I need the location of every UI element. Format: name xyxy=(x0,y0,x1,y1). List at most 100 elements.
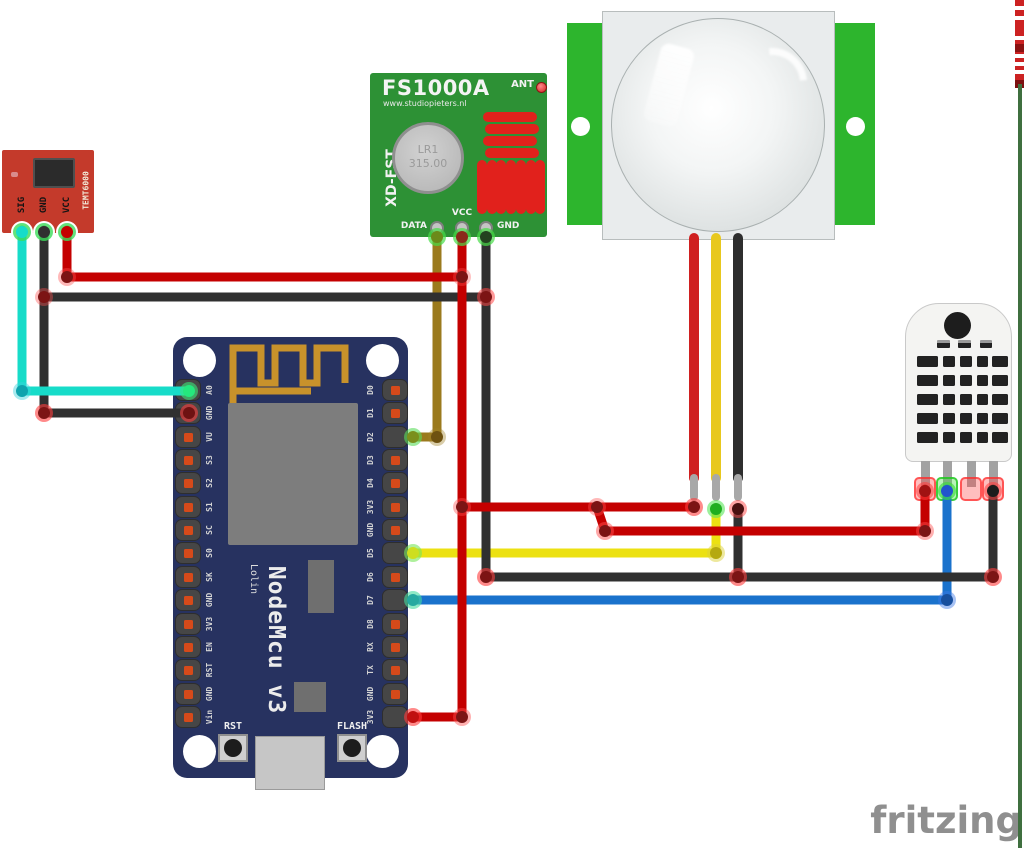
dht22-pin-1[interactable] xyxy=(920,461,930,487)
wire-junction[interactable] xyxy=(599,525,611,537)
nodemcu-pin-tx-socket[interactable] xyxy=(382,659,408,682)
dht22-pin-2[interactable] xyxy=(942,461,952,487)
nodemcu-pin-sc-socket[interactable] xyxy=(175,519,201,542)
wire-junction[interactable] xyxy=(591,501,603,513)
rst-button[interactable] xyxy=(218,734,248,762)
rst-button-cap[interactable] xyxy=(224,739,242,757)
cutoff-resistor[interactable] xyxy=(1015,0,1024,88)
dht22-vent xyxy=(937,340,950,348)
wire-junction[interactable] xyxy=(407,431,419,443)
nodemcu-pin-s2-socket[interactable] xyxy=(175,472,201,495)
nodemcu-pin-gnd-socket[interactable] xyxy=(382,519,408,542)
dht22-mount-hole xyxy=(944,312,971,339)
nodemcu-pin-d4-socket[interactable] xyxy=(382,472,408,495)
temt6000-module[interactable] xyxy=(2,150,94,233)
fs1000a-ant-label: ANT xyxy=(511,79,534,90)
wire-junction[interactable] xyxy=(183,407,195,419)
dht22-pin-4[interactable] xyxy=(988,461,998,487)
wire-junction[interactable] xyxy=(38,226,50,238)
nodemcu-pin-d8-socket[interactable] xyxy=(382,612,408,635)
nodemcu-component xyxy=(308,560,334,613)
wire-junction[interactable] xyxy=(987,485,999,497)
nodemcu-pin-rx-socket[interactable] xyxy=(382,635,408,658)
nodemcu-pin-d0-socket[interactable] xyxy=(382,379,408,401)
nodemcu-pin-s3-socket[interactable] xyxy=(175,449,201,472)
rst-label: RST xyxy=(223,721,243,732)
fs1000a-ic-text1: LR1 xyxy=(417,143,439,156)
nodemcu-pin-gnd-socket[interactable] xyxy=(175,682,201,705)
wire-junction[interactable] xyxy=(987,571,999,583)
wire-junction[interactable] xyxy=(431,231,443,243)
wire-junction[interactable] xyxy=(710,503,722,515)
flash-button-cap[interactable] xyxy=(343,739,361,757)
nodemcu-pin-rst-socket[interactable] xyxy=(175,659,201,682)
nodemcu-pin-d3-socket[interactable] xyxy=(382,449,408,472)
wire-junction[interactable] xyxy=(941,594,953,606)
wifi-antenna-trace xyxy=(229,344,349,418)
nodemcu-pin-gnd-socket[interactable] xyxy=(382,682,408,705)
nodemcu-pin-3v3-socket[interactable] xyxy=(382,495,408,518)
pin-contact xyxy=(184,526,193,536)
wire-junction[interactable] xyxy=(941,485,953,497)
fs1000a-pin-label: DATA xyxy=(400,221,427,231)
pin-contact xyxy=(184,502,193,512)
wire-junction[interactable] xyxy=(919,485,931,497)
wire-junction[interactable] xyxy=(480,231,492,243)
nodemcu-pin-vin-socket[interactable] xyxy=(175,705,201,728)
wire-junction[interactable] xyxy=(183,385,195,397)
wire-junction[interactable] xyxy=(61,226,73,238)
wire-junction[interactable] xyxy=(38,291,50,303)
wire-junction[interactable] xyxy=(480,291,492,303)
wire[interactable] xyxy=(408,231,442,442)
wire-junction[interactable] xyxy=(732,503,744,515)
wire-junction[interactable] xyxy=(688,501,700,513)
wire-junction[interactable] xyxy=(480,571,492,583)
nodemcu-pin-gnd-socket[interactable] xyxy=(175,589,201,612)
wire-junction[interactable] xyxy=(732,571,744,583)
wire-junction[interactable] xyxy=(431,431,443,443)
nodemcu-pin-sk-socket[interactable] xyxy=(175,565,201,588)
pin-contact xyxy=(391,409,400,419)
wire-junction[interactable] xyxy=(919,525,931,537)
wire-junction[interactable] xyxy=(38,407,50,419)
dht22-vent xyxy=(980,340,992,348)
wire-junction[interactable] xyxy=(407,547,419,559)
dht22-slot xyxy=(992,375,1008,386)
dht22-slot xyxy=(992,394,1008,405)
usb-connector[interactable] xyxy=(255,736,325,790)
fs1000a-coil-bar xyxy=(525,160,536,214)
wire-junction[interactable] xyxy=(407,711,419,723)
dht22-slot xyxy=(960,432,972,443)
nodemcu-pin-3v3-socket[interactable] xyxy=(175,612,201,635)
wire-junction[interactable] xyxy=(456,711,468,723)
wire-junction[interactable] xyxy=(456,271,468,283)
pin-contact xyxy=(184,456,193,466)
fritzing-watermark: fritzing xyxy=(870,799,1022,842)
pin-contact xyxy=(184,479,193,489)
wire[interactable] xyxy=(62,225,467,282)
nodemcu-pin-s1-socket[interactable] xyxy=(175,495,201,518)
wire-junction[interactable] xyxy=(61,271,73,283)
fs1000a-coil-bar xyxy=(486,160,497,214)
wire-junction[interactable] xyxy=(407,594,419,606)
flash-button[interactable] xyxy=(337,734,367,762)
dht22-slot xyxy=(977,432,988,443)
dht22-slot xyxy=(917,432,938,443)
nodemcu-pin-vu-socket[interactable] xyxy=(175,425,201,448)
dht22-pin-3[interactable] xyxy=(966,461,976,487)
fs1000a-coil-bar xyxy=(477,160,487,214)
wire[interactable] xyxy=(592,484,930,536)
wire-junction[interactable] xyxy=(710,547,722,559)
pin-contact xyxy=(391,526,400,536)
wire-junction[interactable] xyxy=(16,226,28,238)
nodemcu-pin-d1-socket[interactable] xyxy=(382,402,408,425)
nodemcu-pin-d6-socket[interactable] xyxy=(382,565,408,588)
cutoff-green-wire[interactable] xyxy=(1018,84,1022,848)
nodemcu-pin-s0-socket[interactable] xyxy=(175,542,201,565)
pin-contact xyxy=(184,712,193,722)
wire-junction[interactable] xyxy=(456,231,468,243)
nodemcu-pin-en-socket[interactable] xyxy=(175,635,201,658)
wire-junction[interactable] xyxy=(16,385,28,397)
wire-junction[interactable] xyxy=(456,501,468,513)
